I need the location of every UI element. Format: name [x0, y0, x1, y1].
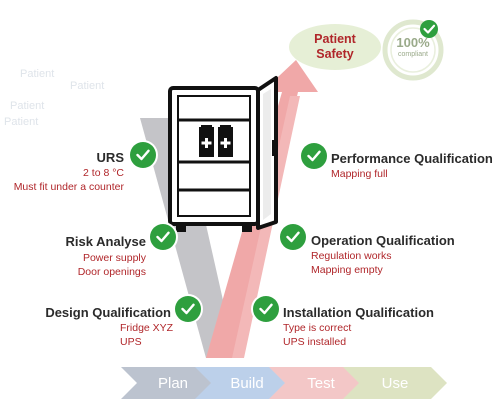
installation-qualification-detail: UPS installed [283, 336, 347, 348]
patient-safety-line-1: Patient [314, 32, 356, 46]
compliance-seal-icon [382, 19, 444, 81]
design-qualification-title: Design Qualification [45, 305, 171, 320]
installation-qualification-title: Installation Qualification [283, 305, 434, 320]
faint-text: Patient [70, 80, 105, 92]
compliance-word: compliant [398, 51, 428, 58]
phase-test-shape [269, 367, 373, 399]
urs-title: URS [96, 150, 124, 165]
phase-test-label: Test [307, 374, 335, 392]
installation-qualification-check-icon [253, 296, 279, 322]
design-qualification-detail: UPS [120, 336, 142, 348]
urs-detail: 2 to 8 °C [83, 167, 124, 179]
risk-analyse-detail: Power supply [82, 252, 146, 264]
performance-qualification-detail: Mapping full [331, 168, 388, 180]
risk-analyse-title: Risk Analyse [65, 234, 146, 249]
risk-analyse-check-icon [150, 224, 176, 250]
phase-build-shape [195, 367, 299, 399]
operation-qualification-title: Operation Qualification [311, 233, 455, 248]
performance-qualification-title: Performance Qualification [331, 151, 493, 166]
operation-qualification-detail: Mapping empty [311, 264, 383, 276]
performance-qualification-check-icon [301, 143, 327, 169]
phase-use-shape [343, 367, 447, 399]
phase-use-label: Use [381, 374, 409, 392]
urs-check-icon [130, 142, 156, 168]
compliance-percent: 100% [396, 35, 430, 50]
phase-plan-shape [121, 367, 225, 399]
design-qualification-check-icon [175, 296, 201, 322]
faint-text: Patient [20, 68, 55, 80]
phase-plan-label: Plan [157, 374, 189, 392]
installation-qualification-detail: Type is correct [283, 322, 352, 334]
operation-qualification-check-icon [280, 224, 306, 250]
risk-analyse-detail: Door openings [77, 266, 146, 278]
faint-text: Patient [10, 100, 45, 112]
patient-safety-ellipse: Patient Safety [289, 24, 381, 70]
compliance-seal-text: 100% compliant [380, 36, 446, 59]
phase-build-label: Build [230, 374, 264, 392]
operation-qualification-detail: Regulation works [311, 250, 392, 262]
patient-safety-line-2: Safety [316, 47, 354, 61]
design-qualification-detail: Fridge XYZ [120, 322, 174, 334]
v-left-arm [140, 118, 236, 358]
faint-text: Patient [4, 116, 39, 128]
urs-detail: Must fit under a counter [13, 181, 124, 193]
